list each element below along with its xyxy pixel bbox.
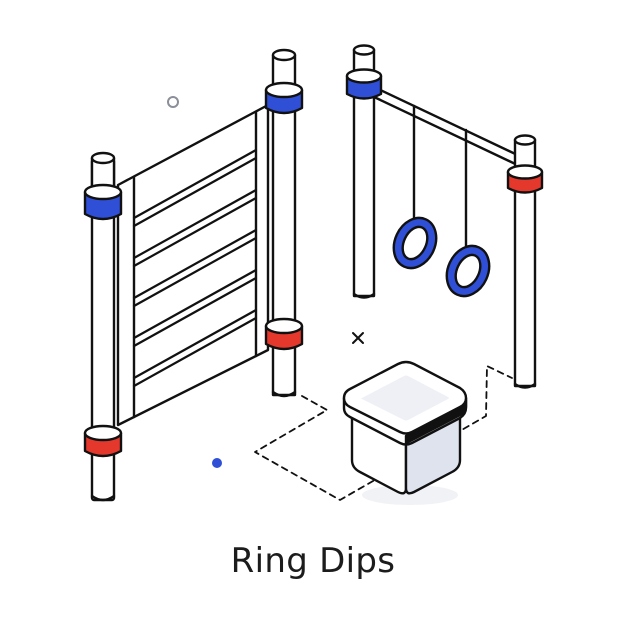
caption-title: Ring Dips (230, 541, 396, 581)
plyo-box-icon (342, 360, 468, 505)
cross-sparkle-icon (352, 332, 364, 344)
ring-left (392, 216, 438, 270)
parallel-bars-icon (83, 48, 304, 502)
circle-sparkle-icon (167, 96, 179, 108)
dot-sparkle-icon (212, 458, 222, 468)
ring-right (445, 244, 491, 298)
floor-outline (254, 365, 513, 501)
gymnastic-rings-icon (345, 44, 544, 389)
